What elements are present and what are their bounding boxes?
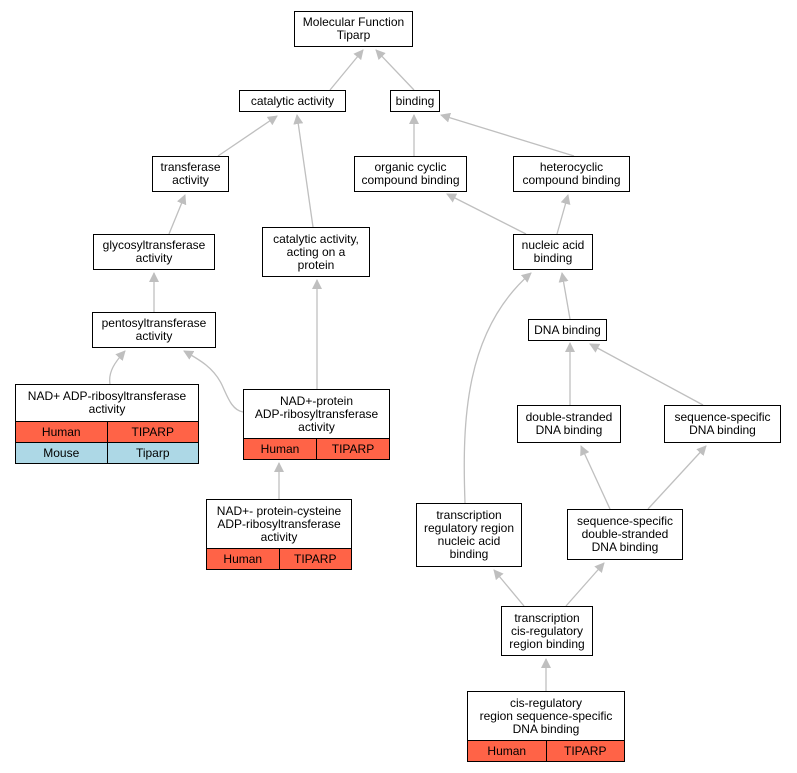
node-transcription-cis-regulatory-region-binding[interactable]: transcription cis-regulatory region bind… — [501, 606, 593, 656]
node-catalytic-activity-acting-on-protein[interactable]: catalytic activity, acting on a protein — [262, 227, 370, 277]
node-label: nucleic acid binding — [521, 238, 585, 265]
edge-transreg-to-nucleic — [463, 272, 532, 504]
edge-glycosyl-to-transferase — [168, 194, 187, 235]
node-label: binding — [395, 93, 435, 108]
node-nucleic-acid-binding[interactable]: nucleic acid binding — [513, 234, 593, 270]
node-label: NAD+- protein-cysteine ADP-ribosyltransf… — [216, 503, 342, 544]
edge-nucleic-to-organic — [446, 193, 527, 235]
node-double-stranded-dna-binding[interactable]: double-stranded DNA binding — [517, 405, 621, 443]
node-nad-protein-cysteine-adp-ribosyltransferase-activity[interactable]: NAD+- protein-cysteine ADP-ribosyltransf… — [206, 499, 352, 570]
edge-binding-to-mf — [375, 49, 415, 91]
node-pentosyltransferase-activity[interactable]: pentosyltransferase activity — [92, 312, 216, 348]
annotation-row-human: Human TIPARP — [468, 740, 624, 761]
gene-cell: TIPARP — [278, 549, 352, 569]
edge-catalytic-to-mf — [329, 49, 364, 91]
annotation-row-mouse: Mouse Tiparp — [16, 442, 198, 463]
node-catalytic-activity[interactable]: catalytic activity — [239, 90, 346, 112]
edge-ssdna-to-dna — [589, 343, 704, 406]
node-sequence-specific-dna-binding[interactable]: sequence-specific DNA binding — [664, 405, 781, 443]
node-cis-regulatory-region-sequence-specific-dna-binding[interactable]: cis-regulatory region sequence-specific … — [467, 691, 625, 762]
edge-nadadp-to-pentosyl — [109, 350, 126, 385]
edge-transcis-to-transreg — [493, 569, 525, 607]
annotation-row-human: Human TIPARP — [16, 421, 198, 442]
edge-dna-to-nucleic — [558, 272, 571, 320]
node-heterocyclic-compound-binding[interactable]: heterocyclic compound binding — [513, 156, 630, 192]
node-label: transcription regulatory region nucleic … — [423, 508, 515, 561]
edge-heterocyclic-to-binding — [440, 112, 575, 157]
node-label: double-stranded DNA binding — [525, 410, 613, 437]
node-label: NAD+-protein ADP-ribosyltransferase acti… — [254, 393, 379, 434]
node-label: glycosyltransferase activity — [102, 238, 206, 265]
gene-cell: TIPARP — [316, 439, 389, 459]
node-label: Molecular Function Tiparp — [302, 15, 405, 42]
species-cell: Human — [260, 442, 300, 456]
species-cell: Human — [41, 425, 81, 439]
node-nad-protein-adp-ribosyltransferase-activity[interactable]: NAD+-protein ADP-ribosyltransferase acti… — [243, 389, 390, 460]
node-label: catalytic activity — [250, 93, 335, 108]
annotation-row-human: Human TIPARP — [244, 438, 389, 459]
species-cell: Human — [487, 744, 527, 758]
node-label: pentosyltransferase activity — [101, 316, 207, 343]
node-dna-binding[interactable]: DNA binding — [528, 319, 607, 341]
node-label: sequence-specific DNA binding — [674, 410, 771, 437]
gene-cell: TIPARP — [106, 422, 199, 442]
gene-cell: Tiparp — [106, 443, 199, 463]
node-label: cis-regulatory region sequence-specific … — [479, 695, 613, 736]
node-label: transcription cis-regulatory region bind… — [509, 610, 585, 651]
edge-catprotein-to-catalytic — [293, 114, 314, 228]
node-label: sequence-specific double-stranded DNA bi… — [576, 514, 674, 554]
annotation-row-human: Human TIPARP — [207, 548, 351, 569]
edge-transcis-to-ssds — [565, 562, 605, 607]
node-organic-cyclic-compound-binding[interactable]: organic cyclic compound binding — [354, 156, 467, 192]
node-transferase-activity[interactable]: transferase activity — [152, 156, 229, 192]
gene-cell: TIPARP — [545, 741, 625, 761]
node-sequence-specific-double-stranded-dna-binding[interactable]: sequence-specific double-stranded DNA bi… — [567, 509, 683, 560]
edge-nucleic-to-heterocyclic — [556, 194, 571, 235]
node-label: catalytic activity, acting on a protein — [273, 231, 359, 272]
edge-ssds-to-dsdna — [580, 445, 611, 510]
edge-ssds-to-ssdna — [647, 445, 707, 510]
node-label: NAD+ ADP-ribosyltransferase activity — [27, 389, 187, 416]
node-transcription-regulatory-region-nucleic-acid-binding[interactable]: transcription regulatory region nucleic … — [416, 503, 522, 567]
species-cell: Mouse — [43, 446, 80, 460]
node-glycosyltransferase-activity[interactable]: glycosyltransferase activity — [93, 234, 215, 270]
node-molecular-function[interactable]: Molecular Function Tiparp — [294, 11, 413, 47]
node-label: organic cyclic compound binding — [361, 160, 460, 187]
edge-nadprotein-to-pentosyl — [183, 350, 244, 413]
species-cell: Human — [223, 552, 263, 566]
node-nad-adp-ribosyltransferase-activity[interactable]: NAD+ ADP-ribosyltransferase activity Hum… — [15, 384, 199, 464]
node-label: transferase activity — [160, 160, 221, 187]
node-binding[interactable]: binding — [390, 90, 440, 112]
node-label: DNA binding — [534, 322, 601, 337]
edge-transferase-to-catalytic — [217, 115, 278, 157]
node-label: heterocyclic compound binding — [522, 160, 621, 187]
